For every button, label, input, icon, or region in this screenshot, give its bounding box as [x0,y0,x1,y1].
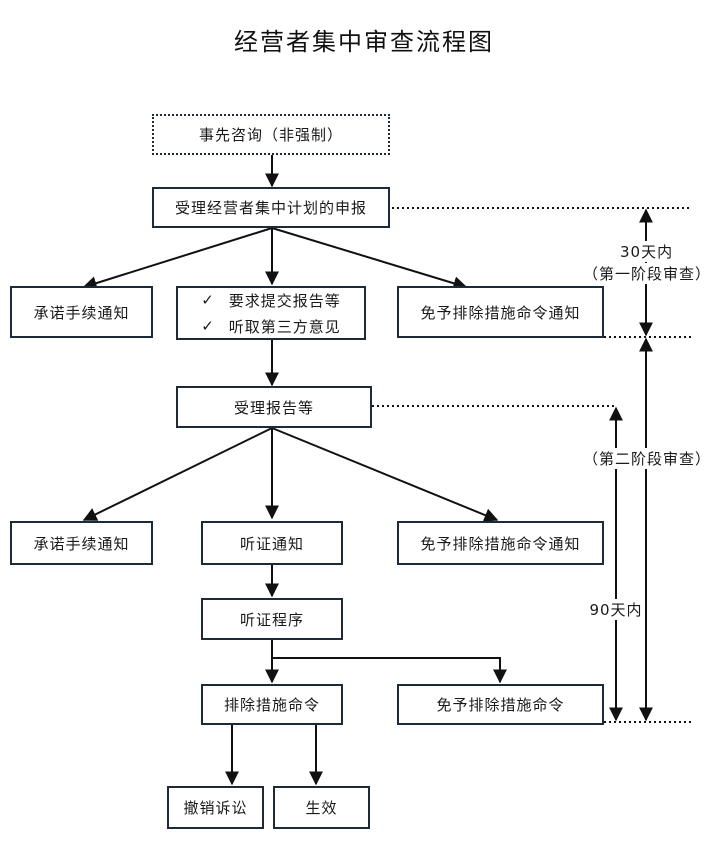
request-item-2: 听取第三方意见 [228,317,341,336]
node-exclusion-order: 排除措施命令 [201,684,343,725]
arrow-accept-commit1 [82,227,273,290]
node-consultation: 事先咨询（非强制） [152,114,390,155]
arrow-procedure-exempt3 [272,657,507,684]
node-hearing-procedure: 听证程序 [201,598,343,640]
node-request-report: ✓ 要求提交报告等 ✓ 听取第三方意见 [176,286,366,340]
annotation-stage-1: （第一阶段审查） [580,263,714,284]
arrow-report-exempt2 [271,427,499,522]
node-exemption-order-label: 免予排除措施命令 [436,696,565,714]
node-revocation-suit-label: 撤销诉讼 [183,799,248,817]
node-consultation-label: 事先咨询（非强制） [198,126,343,144]
node-revocation-suit: 撤销诉讼 [167,786,264,829]
node-effective-label: 生效 [305,799,338,817]
node-hearing-procedure-label: 听证程序 [239,610,304,629]
node-exemption-notice-1: 免予排除措施命令通知 [397,286,604,338]
node-accept-report-label: 受理报告等 [233,398,314,417]
node-commitment-notice-2-label: 承诺手续通知 [33,534,130,553]
node-effective: 生效 [273,786,370,829]
node-commitment-notice-1: 承诺手续通知 [10,286,153,338]
node-exemption-notice-1-label: 免予排除措施命令通知 [420,303,581,322]
node-accept-report: 受理报告等 [176,386,372,428]
annotation-30-days: 30天内 [620,241,674,262]
node-hearing-notice-label: 听证通知 [239,534,304,553]
node-hearing-notice: 听证通知 [201,521,343,565]
check-icon: ✓ [201,291,215,309]
request-item-1: 要求提交报告等 [228,291,341,310]
annotation-90-days: 90天内 [588,599,644,620]
node-accept-filing-label: 受理经营者集中计划的申报 [174,199,367,217]
check-icon: ✓ [201,317,215,335]
node-exemption-notice-2: 免予排除措施命令通知 [397,521,604,565]
node-commitment-notice-2: 承诺手续通知 [10,521,153,565]
node-exemption-notice-2-label: 免予排除措施命令通知 [420,534,581,553]
page-title: 经营者集中审查流程图 [234,28,494,56]
node-accept-filing: 受理经营者集中计划的申报 [152,187,390,228]
arrow-accept-exempt1 [271,227,468,291]
node-commitment-notice-1-label: 承诺手续通知 [33,303,130,322]
arrow-report-commit2 [82,427,273,521]
annotation-stage-2: （第二阶段审查） [578,448,716,469]
node-exemption-order: 免予排除措施命令 [397,684,604,725]
node-exclusion-order-label: 排除措施命令 [223,696,320,714]
